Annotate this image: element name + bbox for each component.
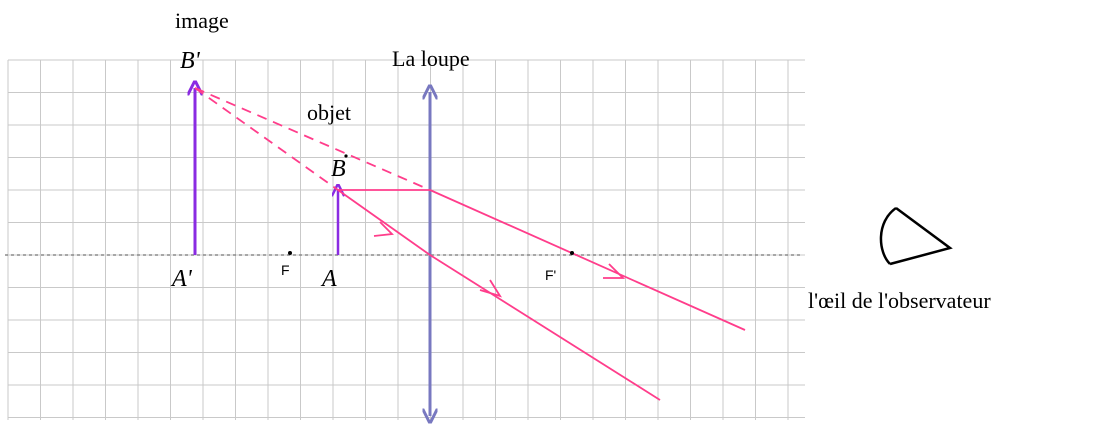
- eye-icon: [879, 206, 953, 266]
- eye-label: l'œil de l'observateur: [808, 288, 991, 313]
- grid: [7, 59, 805, 420]
- object-label: objet: [307, 100, 351, 125]
- focus-object-label: F: [281, 262, 290, 278]
- object-foot-label: A: [320, 266, 337, 292]
- image-label: image: [175, 8, 229, 33]
- focus-object-dot: [288, 251, 292, 255]
- lens-label: La loupe: [392, 46, 470, 71]
- image-foot-label: A': [170, 266, 193, 292]
- focus-image-label: F': [545, 267, 556, 283]
- virtual-rays: [194, 87, 431, 191]
- image-point-label: B': [180, 48, 201, 74]
- object-point-dot: [344, 154, 348, 158]
- real-rays: [337, 189, 746, 401]
- focus-image-dot: [570, 251, 574, 255]
- object-point-label: B: [331, 156, 346, 182]
